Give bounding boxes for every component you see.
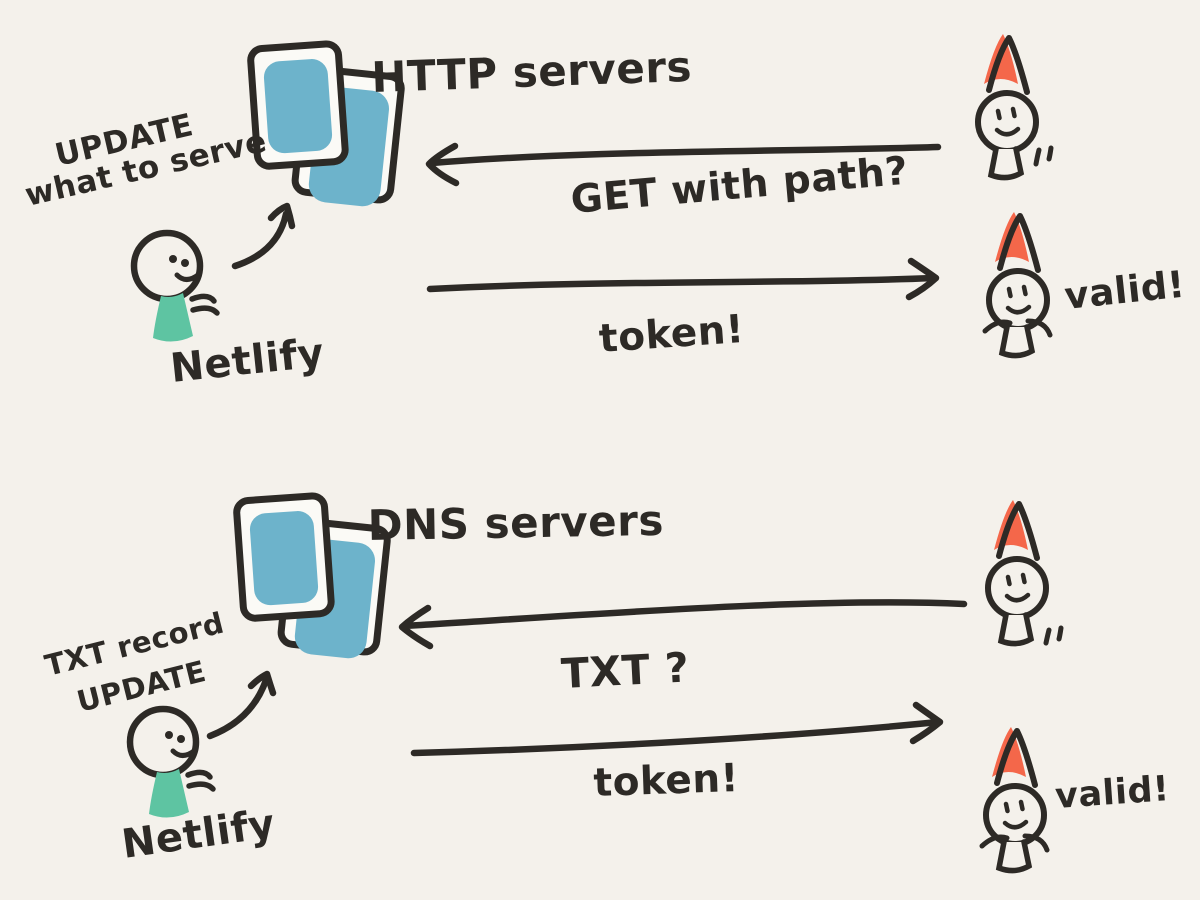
dns-request-label: TXT ? xyxy=(560,643,690,698)
dns-servers-title: DNS servers xyxy=(367,496,664,550)
dns-request-arrow xyxy=(400,599,968,630)
http-response-label: token! xyxy=(598,307,746,362)
dns-response-label: token! xyxy=(593,756,740,806)
dns-valid-label: valid! xyxy=(1054,769,1171,817)
dns-response-arrowhead-icon xyxy=(909,701,944,745)
http-response-arrow xyxy=(426,274,938,293)
dns-request-arrowhead-icon xyxy=(398,604,434,650)
http-servers-title: HTTP servers xyxy=(371,42,693,102)
dns-update-arrowhead-icon xyxy=(247,670,277,697)
http-request-arrow xyxy=(428,143,942,167)
http-gnome-hand-marks xyxy=(1033,145,1054,167)
http-request-arrowhead-icon xyxy=(425,142,460,187)
dns-response-arrow xyxy=(410,718,942,757)
http-update-arrowhead-icon xyxy=(267,202,296,230)
http-response-arrowhead-icon xyxy=(905,257,940,301)
dns-update-arrow xyxy=(206,676,270,740)
http-update-arrow xyxy=(231,210,290,270)
dns-gnome-hand-marks xyxy=(1043,625,1064,646)
http-gnome-validator-arms xyxy=(982,318,1053,338)
dns-gnome-validator-arms xyxy=(979,833,1050,853)
